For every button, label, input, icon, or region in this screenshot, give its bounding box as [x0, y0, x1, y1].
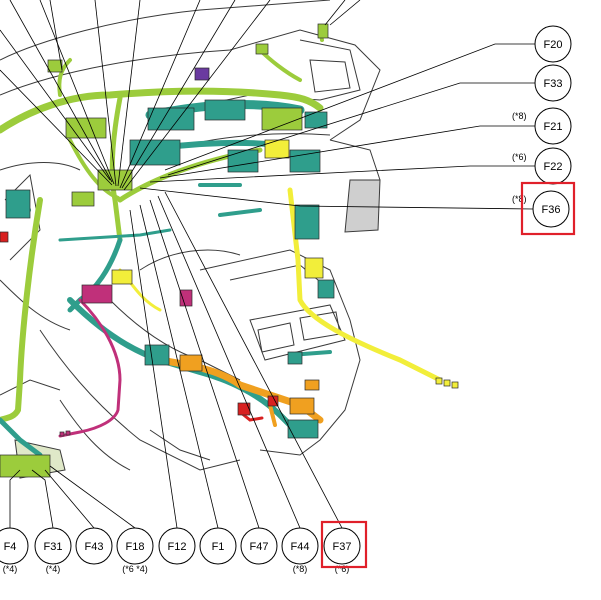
callout-note: (*6) — [512, 152, 527, 162]
leader-line — [139, 187, 534, 210]
callout-note: (*8) — [512, 194, 527, 204]
harness-green-main — [0, 28, 324, 423]
harness-red — [0, 234, 264, 422]
callout-label: F37 — [333, 541, 352, 553]
callout-F18: F18 (*6 *4) — [116, 527, 154, 574]
callout-label: F20 — [544, 39, 563, 51]
harness-orange — [156, 356, 324, 427]
callout-F1: F1 — [199, 527, 237, 565]
leader-line — [164, 191, 343, 529]
callout-label: F1 — [212, 541, 225, 553]
leader-line — [49, 465, 136, 529]
callout-note: (*8) — [512, 111, 527, 121]
callout-label: F22 — [544, 161, 563, 173]
callout-F12: F12 — [158, 527, 196, 565]
leader-line — [9, 469, 21, 528]
callout-F22: (*6) F22 — [512, 147, 572, 185]
callout-label: F44 — [291, 541, 310, 553]
callout-note: (*4) — [3, 564, 18, 574]
callout-label: F12 — [168, 541, 187, 553]
callout-F21: (*8) F21 — [512, 107, 572, 145]
leader-line — [139, 204, 219, 529]
callout-F44: F44 (*8) — [281, 527, 319, 574]
leader-line — [157, 195, 301, 529]
leader-line — [44, 469, 95, 529]
callout-label: F31 — [44, 541, 63, 553]
callout-label: F33 — [544, 78, 563, 90]
leader-line — [164, 43, 535, 171]
callout-F31: F31 (*4) — [34, 527, 72, 574]
callout-F43: F43 — [75, 527, 113, 565]
callout-label: F47 — [250, 541, 269, 553]
callout-label: F36 — [542, 204, 561, 216]
callout-note: (*8) — [293, 564, 308, 574]
leader-line — [129, 209, 178, 529]
callout-F4: F4 (*4) — [0, 527, 29, 574]
callout-F37: F37 (*6) — [320, 520, 368, 574]
callout-F33: F33 — [534, 64, 572, 102]
leader-line — [159, 125, 535, 179]
callout-label: F43 — [85, 541, 104, 553]
highlight-box — [320, 520, 368, 569]
leader-lines — [9, 43, 535, 529]
callout-label: F18 — [126, 541, 145, 553]
leader-line — [149, 165, 535, 183]
callout-note: (*6 *4) — [122, 564, 148, 574]
leader-line — [149, 199, 260, 529]
callout-note: (*4) — [46, 564, 61, 574]
callout-F20: F20 — [534, 25, 572, 63]
callout-F47: F47 — [240, 527, 278, 565]
callout-label: F21 — [544, 121, 563, 133]
top-leader-lines — [0, 0, 361, 191]
leader-line — [167, 82, 535, 176]
callout-note: (*6) — [335, 564, 350, 574]
highlight-box — [520, 181, 576, 236]
callout-F36: (*8) F36 — [512, 181, 576, 236]
callout-label: F4 — [4, 541, 17, 553]
harness-magenta — [58, 298, 122, 438]
leader-line — [31, 469, 54, 529]
